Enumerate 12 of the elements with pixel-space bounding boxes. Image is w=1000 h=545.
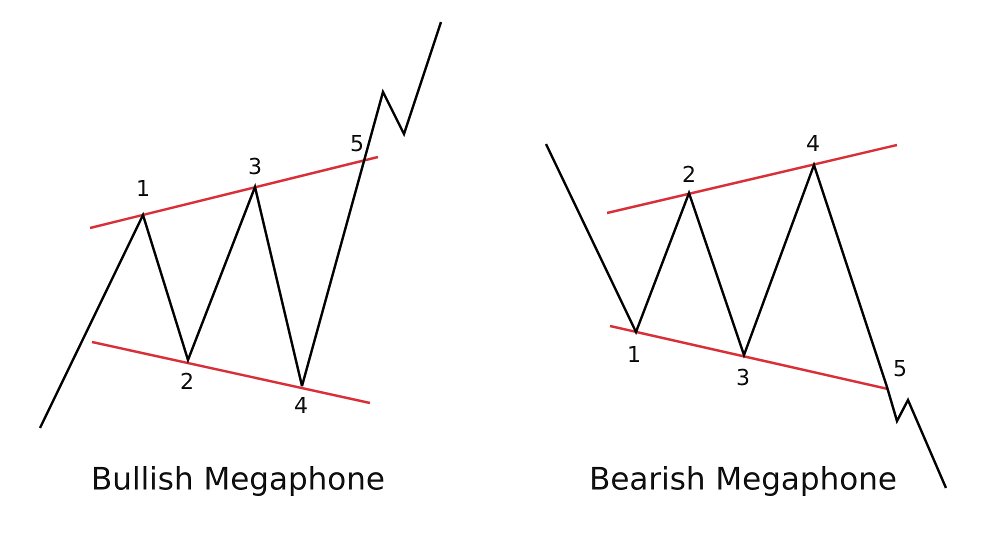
point-number: 3 xyxy=(248,157,262,179)
point-number: 1 xyxy=(627,345,641,367)
chart-title: Bearish Megaphone xyxy=(589,464,897,496)
point-number: 1 xyxy=(136,179,150,201)
point-number: 4 xyxy=(294,396,308,418)
point-number: 5 xyxy=(893,359,907,381)
point-number: 2 xyxy=(682,165,696,187)
point-number: 4 xyxy=(806,134,820,156)
chart-title: Bullish Megaphone xyxy=(91,464,385,496)
point-number: 3 xyxy=(736,368,750,390)
point-number: 2 xyxy=(180,372,194,394)
point-number: 5 xyxy=(350,134,364,156)
